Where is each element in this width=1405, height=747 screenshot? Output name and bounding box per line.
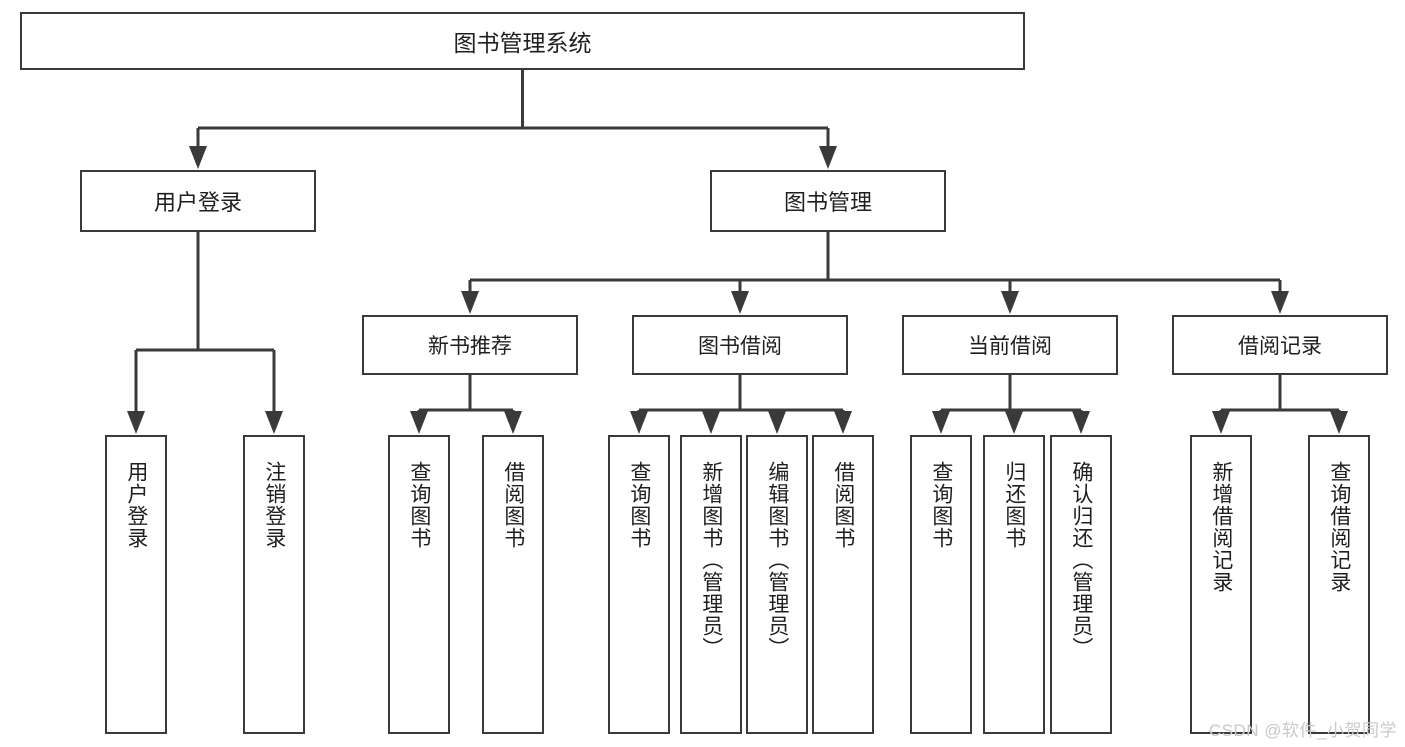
node-label: 归还图书 (1002, 461, 1026, 549)
node-leaf7[interactable]: 编辑图书（管理员） (746, 435, 808, 734)
node-l3d[interactable]: 借阅记录 (1172, 315, 1388, 375)
node-label: 用户登录 (124, 461, 148, 549)
node-label: 图书管理 (783, 190, 872, 215)
edge-arrowhead (834, 411, 852, 434)
node-leaf3[interactable]: 查询图书 (388, 435, 450, 734)
edge-arrowhead (1212, 411, 1230, 434)
edge-arrowhead (1330, 411, 1348, 434)
watermark: CSDN @软件_小贺同学 (1208, 721, 1397, 740)
node-label: 当前借阅 (968, 335, 1052, 358)
node-leaf13[interactable]: 查询借阅记录 (1308, 435, 1370, 734)
edge-arrowhead (702, 411, 720, 434)
node-leaf8[interactable]: 借阅图书 (812, 435, 874, 734)
edge-arrowhead (1005, 411, 1023, 434)
node-label: 查询图书 (929, 461, 953, 549)
node-label: 图书借阅 (698, 335, 782, 358)
edge-arrowhead (932, 411, 950, 434)
node-l3b[interactable]: 图书借阅 (632, 315, 848, 375)
node-leaf11[interactable]: 确认归还（管理员） (1050, 435, 1112, 734)
node-leaf1[interactable]: 用户登录 (105, 435, 167, 734)
edge-arrowhead (127, 411, 145, 434)
node-label: 注销登录 (262, 461, 286, 549)
node-leaf2[interactable]: 注销登录 (243, 435, 305, 734)
edge-arrowhead (768, 411, 786, 434)
edge-arrowhead (265, 411, 283, 434)
edge-arrowhead (819, 146, 837, 169)
node-label: 查询图书 (627, 461, 651, 549)
node-l2b[interactable]: 图书管理 (710, 170, 946, 232)
node-leaf6[interactable]: 新增图书（管理员） (680, 435, 742, 734)
node-leaf9[interactable]: 查询图书 (910, 435, 972, 734)
node-label: 编辑图书（管理员） (765, 461, 789, 659)
edge-arrowhead (1271, 291, 1289, 314)
node-label: 借阅图书 (831, 461, 855, 549)
node-leaf10[interactable]: 归还图书 (983, 435, 1045, 734)
node-label: 新增借阅记录 (1209, 461, 1233, 593)
node-label: 确认归还（管理员） (1069, 461, 1093, 659)
node-label: 查询借阅记录 (1327, 461, 1351, 593)
node-label: 用户登录 (153, 190, 242, 215)
edge-arrowhead (1001, 291, 1019, 314)
node-leaf12[interactable]: 新增借阅记录 (1190, 435, 1252, 734)
node-leaf5[interactable]: 查询图书 (608, 435, 670, 734)
edge-arrowhead (1072, 411, 1090, 434)
edge-arrowhead (504, 411, 522, 434)
edge-arrowhead (189, 146, 207, 169)
node-l3a[interactable]: 新书推荐 (362, 315, 578, 375)
node-leaf4[interactable]: 借阅图书 (482, 435, 544, 734)
node-label: 借阅图书 (501, 461, 525, 549)
edge-arrowhead (630, 411, 648, 434)
node-label: 查询图书 (407, 461, 431, 549)
node-root[interactable]: 图书管理系统 (20, 12, 1025, 70)
edge-arrowhead (410, 411, 428, 434)
node-label: 新书推荐 (428, 335, 512, 358)
node-l2a[interactable]: 用户登录 (80, 170, 316, 232)
edge-arrowhead (731, 291, 749, 314)
node-label: 新增图书（管理员） (699, 461, 723, 659)
edge-arrowhead (461, 291, 479, 314)
node-l3c[interactable]: 当前借阅 (902, 315, 1118, 375)
node-label: 借阅记录 (1238, 335, 1322, 358)
node-label: 图书管理系统 (453, 30, 592, 56)
